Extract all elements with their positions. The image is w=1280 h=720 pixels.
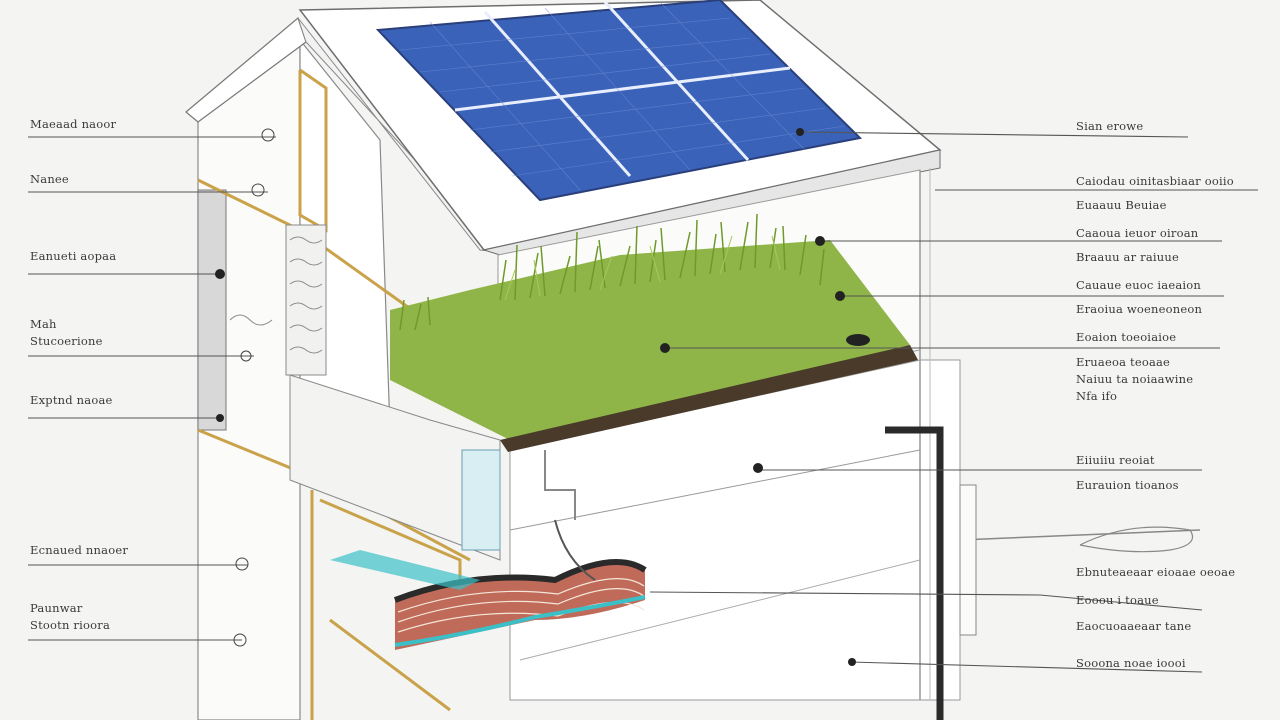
markers-left [215, 128, 275, 647]
solar-array [375, 0, 863, 202]
label-right-6b: Eurauion tioanos [1076, 478, 1179, 492]
green-roof [390, 213, 918, 452]
label-right-5b: Eruaeoa teoaae [1076, 355, 1171, 369]
label-left-6: Ecnaued nnaoer [30, 543, 129, 557]
lower-wall [289, 374, 501, 561]
label-right-6a: Eiiuiiu reoiat [1076, 453, 1155, 467]
ground-strata [330, 550, 647, 650]
label-left-1: Maeaad naoor [30, 117, 117, 131]
label-right-8b: Eaocuoaaeaar tane [1076, 619, 1192, 633]
label-right-5c: Naiuu ta noiaawine [1076, 372, 1194, 386]
label-right-9: Sooona noae ioooi [1076, 656, 1186, 670]
label-right-5d: Nfa ifo [1076, 389, 1118, 403]
stone-insulation [229, 224, 327, 376]
label-right-7: Ebnuteaeaar eioaae oeoae [1076, 565, 1236, 579]
label-left-5: Exptnd naoae [30, 393, 113, 407]
label-right-4a: Cauaue euoc iaeaion [1076, 278, 1202, 292]
label-left-7a: Paunwar [30, 601, 83, 615]
label-left-3: Eanueti aopaa [30, 249, 117, 263]
label-right-2b: Euaauu Beuiae [1076, 198, 1167, 212]
label-right-5a: Eoaion toeoiaioe [1076, 330, 1177, 344]
label-right-1: Sian erowe [1076, 119, 1144, 133]
label-right-4b: Eraoiua woeneoneon [1076, 302, 1203, 316]
leader-lines-right [649, 131, 1258, 673]
pipes [544, 426, 1201, 720]
label-right-2a: Caiodau oinitasbiaar ooiio [1076, 174, 1234, 188]
label-left-2: Nanee [30, 172, 69, 186]
markers-right [660, 128, 870, 666]
label-left-7b: Stootn rioora [30, 618, 111, 632]
label-left-4b: Stucoerione [30, 334, 103, 348]
label-right-8a: Eooou i toaue [1076, 593, 1159, 607]
label-right-3: Caaoua ieuor oiroan [1076, 226, 1199, 240]
leader-lines-left [28, 136, 276, 641]
label-right-3b: Braauu ar raiuue [1076, 250, 1179, 264]
label-left-4a: Mah [30, 317, 57, 331]
